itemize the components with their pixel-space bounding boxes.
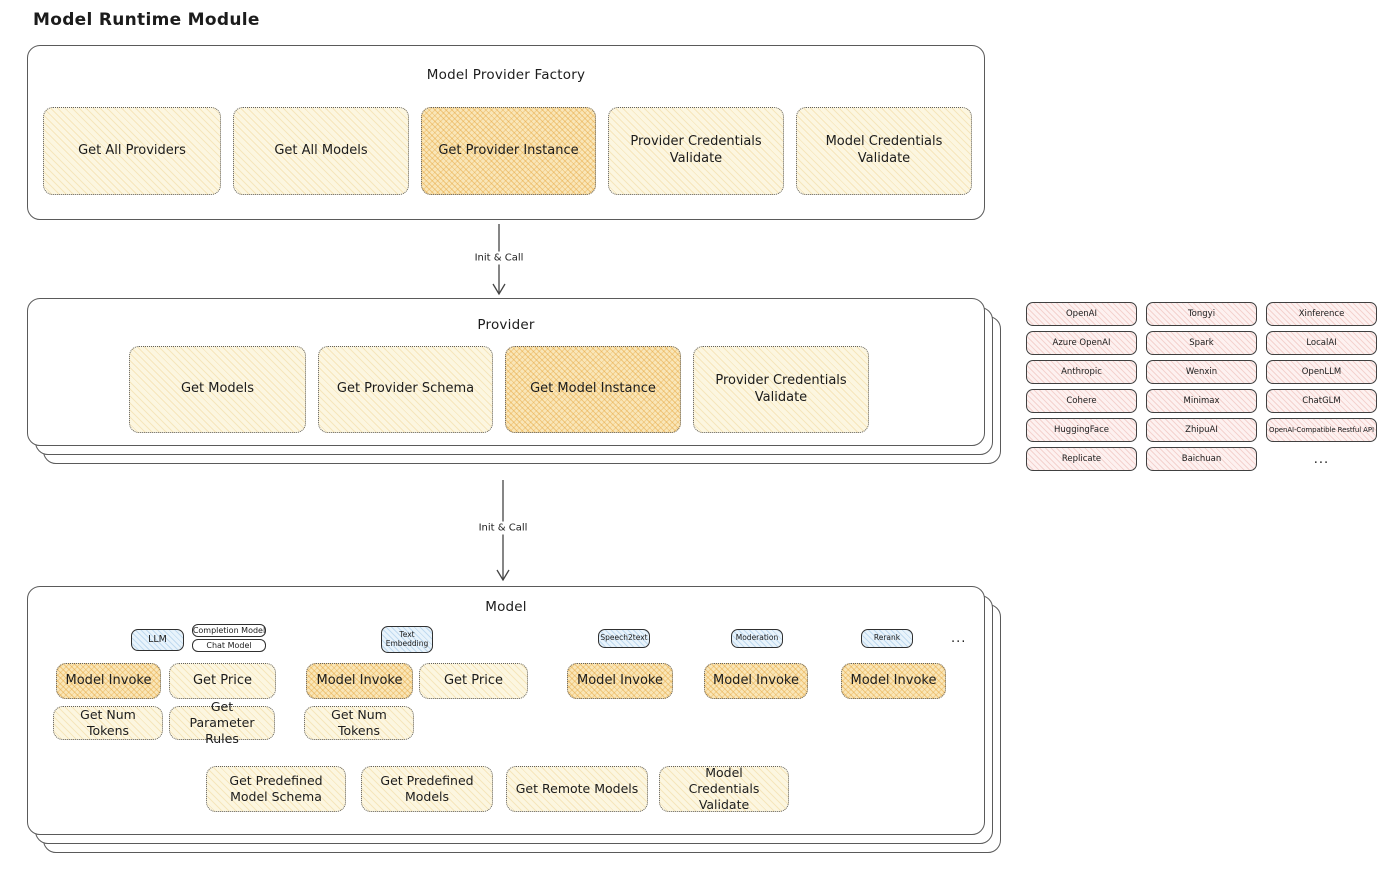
provider-get-models: Get Models bbox=[129, 346, 306, 433]
provider-chip-spark: Spark bbox=[1146, 331, 1257, 355]
moderation-model-invoke: Model Invoke bbox=[704, 663, 808, 699]
tab-completion-model: Completion Model bbox=[192, 624, 266, 637]
tab-speech2text: Speech2text bbox=[598, 629, 650, 648]
provider-chip-openllm: OpenLLM bbox=[1266, 360, 1377, 384]
provider-chip-wenxin: Wenxin bbox=[1146, 360, 1257, 384]
more-model-types-ellipsis: ... bbox=[951, 631, 967, 646]
provider-chip-tongyi: Tongyi bbox=[1146, 302, 1257, 326]
provider-chip-huggingface: HuggingFace bbox=[1026, 418, 1137, 442]
llm-model-invoke: Model Invoke bbox=[56, 663, 161, 699]
init-call-label-2: Init & Call bbox=[474, 521, 532, 535]
get-predefined-model-schema: Get Predefined Model Schema bbox=[206, 766, 346, 812]
provider-credentials-validate: Provider Credentials Validate bbox=[693, 346, 869, 433]
tab-moderation: Moderation bbox=[731, 629, 783, 648]
provider-chip-cohere: Cohere bbox=[1026, 389, 1137, 413]
provider-container: Provider Get Models Get Provider Schema … bbox=[27, 298, 985, 446]
provider-chip-baichuan: Baichuan bbox=[1146, 447, 1257, 471]
provider-chip-azure-openai: Azure OpenAI bbox=[1026, 331, 1137, 355]
factory-container: Model Provider Factory Get All Providers… bbox=[27, 45, 985, 220]
init-call-label-1: Init & Call bbox=[470, 251, 528, 265]
llm-get-num-tokens: Get Num Tokens bbox=[53, 706, 163, 740]
llm-get-price: Get Price bbox=[169, 663, 276, 699]
get-predefined-models: Get Predefined Models bbox=[361, 766, 493, 812]
factory-title: Model Provider Factory bbox=[426, 67, 586, 83]
text-embedding-get-price: Get Price bbox=[419, 663, 528, 699]
provider-get-model-instance: Get Model Instance bbox=[505, 346, 681, 433]
provider-chip-anthropic: Anthropic bbox=[1026, 360, 1137, 384]
provider-chip-zhipuai: ZhipuAI bbox=[1146, 418, 1257, 442]
speech2text-model-invoke: Model Invoke bbox=[567, 663, 673, 699]
provider-chip-openai: OpenAI bbox=[1026, 302, 1137, 326]
factory-model-credentials-validate: Model Credentials Validate bbox=[796, 107, 972, 195]
model-title: Model bbox=[485, 599, 527, 615]
provider-chip-localai: LocalAI bbox=[1266, 331, 1377, 355]
model-container: Model LLM Completion Model Chat Model Te… bbox=[27, 586, 985, 835]
provider-get-provider-schema: Get Provider Schema bbox=[318, 346, 493, 433]
rerank-model-invoke: Model Invoke bbox=[841, 663, 946, 699]
provider-list-grid: OpenAI Tongyi Xinference Azure OpenAI Sp… bbox=[1026, 302, 1377, 471]
provider-chip-minimax: Minimax bbox=[1146, 389, 1257, 413]
provider-title: Provider bbox=[477, 317, 535, 333]
factory-provider-credentials-validate: Provider Credentials Validate bbox=[608, 107, 784, 195]
llm-get-parameter-rules: Get Parameter Rules bbox=[169, 699, 275, 746]
model-credentials-validate: Model Credentials Validate bbox=[659, 765, 789, 812]
tab-rerank: Rerank bbox=[861, 629, 913, 648]
tab-text-embedding: Text Embedding bbox=[381, 626, 433, 653]
get-remote-models: Get Remote Models bbox=[506, 766, 648, 812]
page-title: Model Runtime Module bbox=[33, 10, 260, 30]
factory-get-all-models: Get All Models bbox=[233, 107, 409, 195]
text-embedding-get-num-tokens: Get Num Tokens bbox=[304, 706, 414, 740]
provider-chip-xinference: Xinference bbox=[1266, 302, 1377, 326]
text-embedding-model-invoke: Model Invoke bbox=[306, 663, 413, 699]
more-providers-ellipsis: ... bbox=[1313, 451, 1330, 467]
provider-chip-replicate: Replicate bbox=[1026, 447, 1137, 471]
tab-chat-model: Chat Model bbox=[192, 639, 266, 652]
provider-chip-chatglm: ChatGLM bbox=[1266, 389, 1377, 413]
factory-get-provider-instance: Get Provider Instance bbox=[421, 107, 596, 195]
tab-llm: LLM bbox=[131, 629, 184, 651]
provider-chip-openai-compatible: OpenAI-Compatible Restful API bbox=[1266, 418, 1377, 442]
factory-get-all-providers: Get All Providers bbox=[43, 107, 221, 195]
